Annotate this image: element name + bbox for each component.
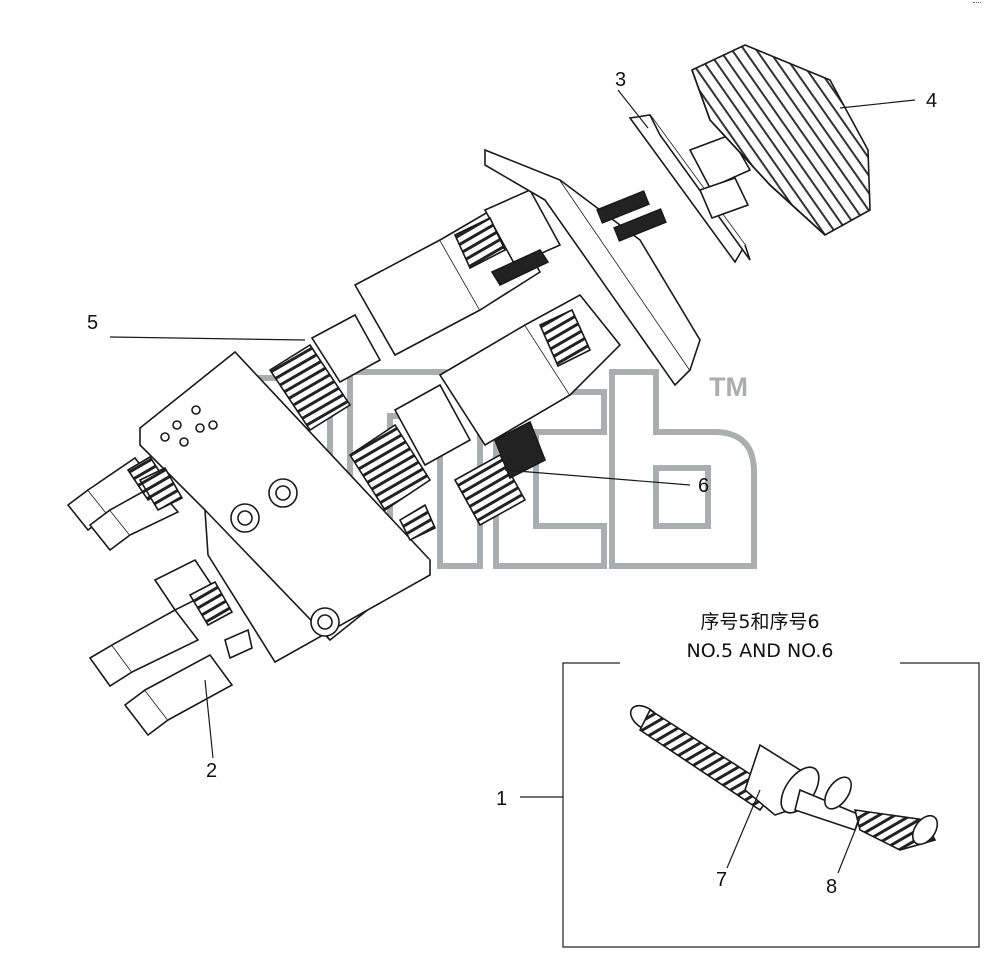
lower-spool <box>348 293 622 542</box>
leader-lines <box>109 89 916 759</box>
callout-8: 8 <box>826 876 838 898</box>
corner-mark <box>973 2 981 9</box>
upper-spool <box>268 188 562 432</box>
watermark-tm: TM <box>709 372 748 402</box>
detail-leaders <box>726 789 861 874</box>
callout-2: 2 <box>206 760 218 782</box>
callout-5: 5 <box>87 312 99 334</box>
detail-title-cn: 序号5和序号6 <box>620 611 900 635</box>
cover-plate <box>484 114 752 387</box>
handle-boot <box>691 44 871 236</box>
upper-fittings <box>66 455 184 552</box>
detail-title-en: NO.5 AND NO.6 <box>620 640 900 664</box>
lower-fittings <box>88 558 253 737</box>
callout-6: 6 <box>698 475 710 497</box>
valve-body <box>138 350 432 664</box>
detail-spool <box>629 704 939 851</box>
callout-1: 1 <box>496 788 508 810</box>
callout-4: 4 <box>926 90 938 112</box>
detail-box <box>520 662 980 948</box>
callout-3: 3 <box>615 69 627 91</box>
callout-7: 7 <box>716 869 728 891</box>
